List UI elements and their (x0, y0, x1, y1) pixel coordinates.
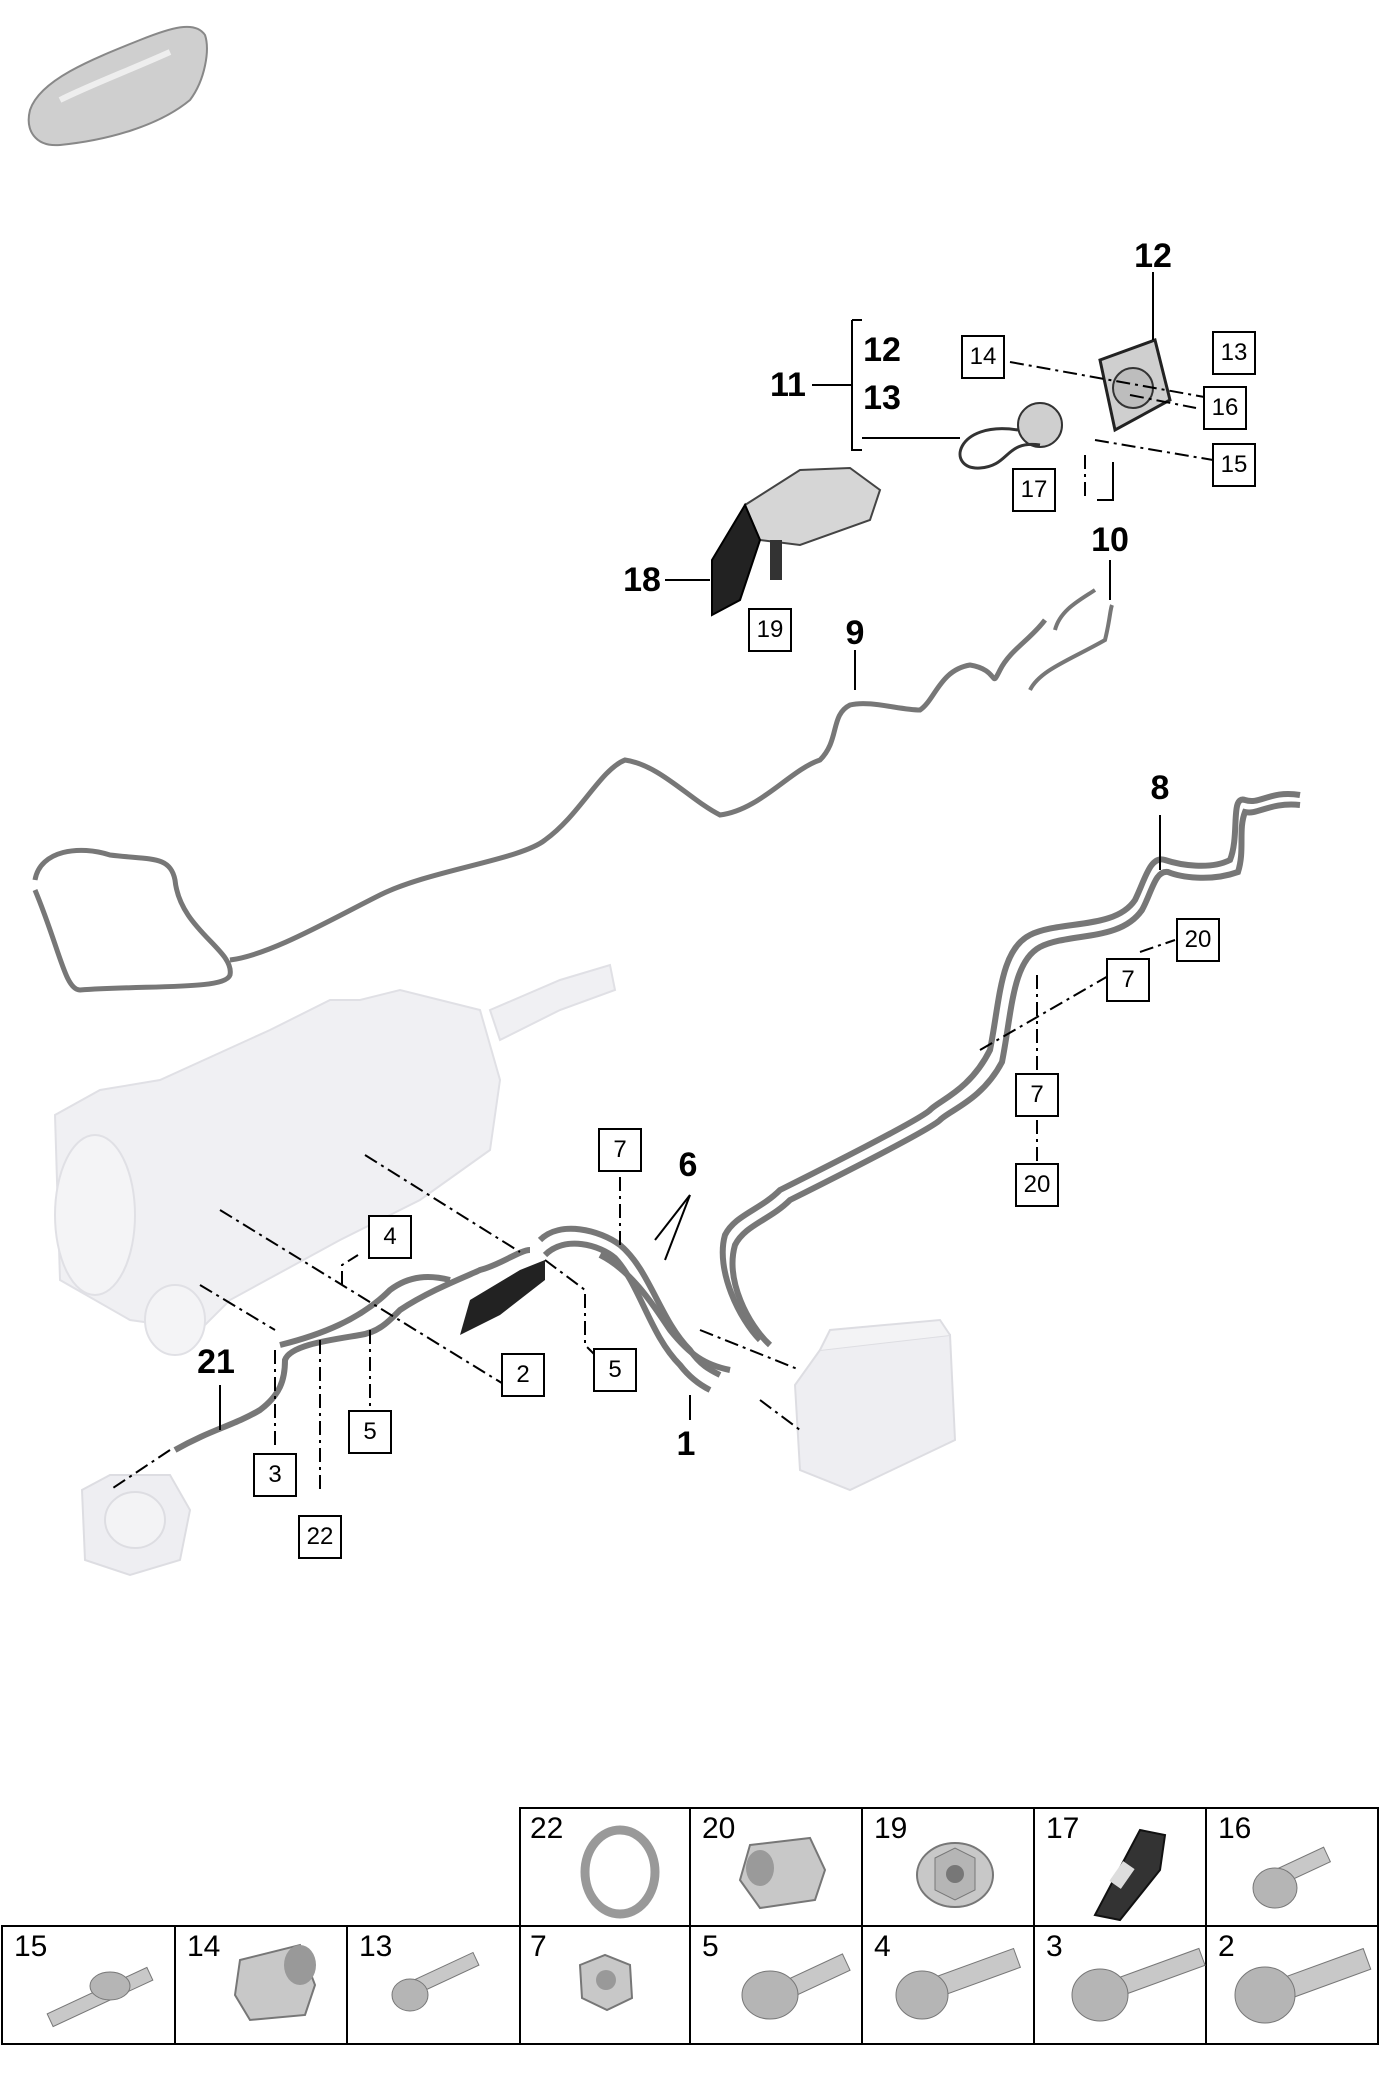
callout-9: 9 (845, 614, 865, 652)
compressor-ghost (80, 1474, 192, 1577)
module-ghost (793, 1318, 957, 1492)
boxed-callout-7c: 7 (598, 1128, 642, 1172)
parts-table-grid (1, 1807, 1379, 2045)
callout-12-top: 12 (1134, 237, 1172, 275)
cap-nut-icon (738, 1836, 827, 1910)
table-cell-label-5: 5 (702, 1930, 719, 1963)
boxed-callout-14: 14 (961, 335, 1005, 379)
long-bolt-icon (895, 1947, 1022, 2020)
table-cell-label-22: 22 (530, 1812, 564, 1845)
boxed-callout-15: 15 (1212, 443, 1256, 487)
flange-bolt-icon (1071, 1947, 1206, 2022)
callout-1: 1 (676, 1425, 696, 1463)
boxed-callout-2: 2 (501, 1353, 545, 1397)
boxed-callout-16: 16 (1203, 386, 1247, 430)
boxed-callout-19: 19 (748, 608, 792, 652)
spacer-sleeve-icon (233, 1943, 317, 2022)
harness-9-part (32, 618, 1047, 993)
boxed-callout-13: 13 (1212, 331, 1256, 375)
flange-nut-icon (916, 1842, 994, 1908)
boxed-callout-7a: 7 (1106, 958, 1150, 1002)
callout-10: 10 (1091, 521, 1129, 559)
callout-21: 21 (197, 1343, 235, 1381)
table-cell-label-3: 3 (1046, 1930, 1063, 1963)
callout-13: 13 (863, 379, 901, 417)
boxed-callout-5a: 5 (593, 1348, 637, 1392)
torx-long-bolt-icon (1234, 1947, 1372, 2024)
boxed-callout-17: 17 (1012, 468, 1056, 512)
coolant-lines-6-part (537, 1225, 731, 1393)
callout-6: 6 (678, 1146, 698, 1184)
boxed-callout-7b: 7 (1015, 1073, 1059, 1117)
callout-11: 11 (770, 366, 806, 404)
table-cell-label-13: 13 (359, 1930, 393, 1963)
torx-bolt-icon (741, 1953, 851, 2020)
table-cell-label-15: 15 (14, 1930, 48, 1963)
leader-lines (109, 361, 1214, 1491)
table-cell-label-17: 17 (1046, 1812, 1080, 1845)
collar-bolt-icon (391, 1951, 480, 2012)
table-cell-label-2: 2 (1218, 1930, 1235, 1963)
clip-bracket-icon (1093, 1828, 1167, 1922)
coolant-lines-8-part (719, 791, 1301, 1348)
boxed-callout-22: 22 (298, 1515, 342, 1559)
boxed-callout-20b: 20 (1015, 1163, 1059, 1207)
boxed-callout-3: 3 (253, 1453, 297, 1497)
callout-18: 18 (623, 561, 661, 599)
vehicle-thumbnail-icon (27, 25, 208, 147)
table-cell-label-14: 14 (187, 1930, 221, 1963)
table-cell-label-20: 20 (702, 1812, 736, 1845)
lines-21-part (173, 1247, 531, 1453)
table-cell-label-4: 4 (874, 1930, 891, 1963)
stud-bolt-icon (46, 1966, 154, 2028)
hex-nut-icon (578, 1953, 634, 2012)
callout-12: 12 (863, 331, 901, 369)
clamp-ring-icon (580, 1825, 660, 1919)
table-cell-label-7: 7 (530, 1930, 547, 1963)
harness-10-part (1028, 588, 1114, 692)
boxed-callout-4: 4 (368, 1215, 412, 1259)
boxed-callout-5b: 5 (348, 1410, 392, 1454)
solid-leaders (219, 272, 1161, 1430)
callout-8: 8 (1150, 769, 1170, 807)
bracket-18-part (711, 466, 882, 617)
table-cell-label-16: 16 (1218, 1812, 1252, 1845)
bracket-2-part (460, 1260, 545, 1335)
transmission-ghost (53, 963, 617, 1356)
boxed-callout-20a: 20 (1176, 918, 1220, 962)
short-bolt-icon (1252, 1846, 1332, 1909)
table-cell-label-19: 19 (874, 1812, 908, 1845)
